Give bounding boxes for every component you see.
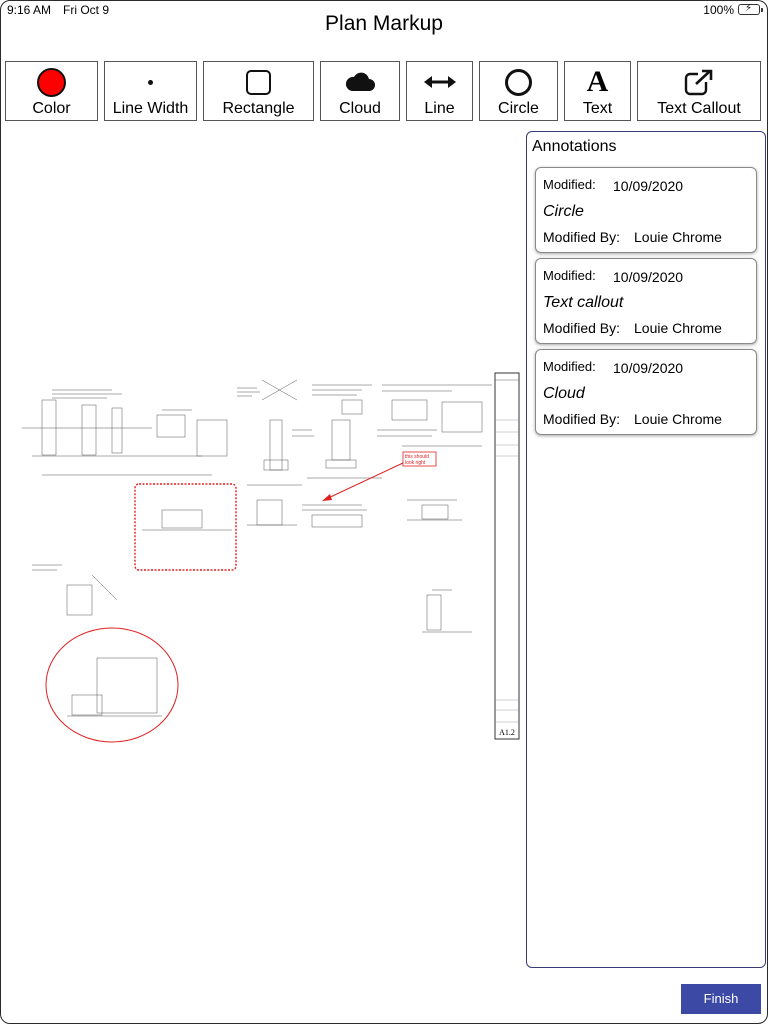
annotation-name: Circle — [543, 203, 584, 220]
annotation-card[interactable]: Modified: 10/09/2020 Cloud Modified By: … — [535, 349, 757, 435]
status-bar: 9:16 AM Fri Oct 9 100% ⚡ — [0, 0, 768, 20]
circle-button-label: Circle — [498, 100, 539, 117]
plan-details — [22, 379, 492, 717]
cloud-markup[interactable] — [134, 483, 237, 571]
annotation-card[interactable]: Modified: 10/09/2020 Text callout Modifi… — [535, 258, 757, 344]
status-time: 9:16 AM — [7, 3, 52, 17]
text-callout-markup[interactable]: this should look right — [322, 451, 437, 501]
rectangle-button-label: Rectangle — [222, 100, 295, 117]
title-block: A1.2 — [494, 372, 520, 740]
line-button-label: Line — [424, 100, 455, 117]
modified-date: 10/09/2020 — [613, 360, 684, 376]
circle-markup[interactable] — [45, 627, 179, 743]
modified-by-value: Louie Chrome — [634, 411, 722, 427]
callout-line-1: this should — [405, 454, 429, 460]
modified-label: Modified: — [543, 177, 596, 192]
circle-icon — [505, 68, 532, 96]
text-callout-button-label: Text Callout — [657, 100, 741, 117]
double-arrow-icon — [423, 76, 456, 88]
line-width-button[interactable]: Line Width — [104, 61, 197, 121]
rectangle-button[interactable]: Rectangle — [203, 61, 314, 121]
page-title: Plan Markup — [325, 12, 443, 35]
annotation-name: Text callout — [543, 294, 624, 311]
modified-by-value: Louie Chrome — [634, 229, 722, 245]
modified-by-label: Modified By: — [543, 320, 621, 336]
color-button-label: Color — [32, 100, 71, 117]
color-button[interactable]: Color — [5, 61, 98, 121]
annotations-panel: Annotations Modified: 10/09/2020 Circle … — [526, 131, 766, 968]
modified-date: 10/09/2020 — [613, 269, 684, 285]
text-callout-button[interactable]: Text Callout — [637, 61, 761, 121]
text-a-icon: A — [586, 65, 609, 98]
annotation-name: Cloud — [543, 385, 585, 402]
cloud-button[interactable]: Cloud — [320, 61, 400, 121]
markup-annotations[interactable]: this should look right — [45, 451, 437, 743]
text-button-label: Text — [582, 100, 613, 117]
annotations-title: Annotations — [532, 138, 617, 155]
modified-by-value: Louie Chrome — [634, 320, 722, 336]
modified-by-label: Modified By: — [543, 411, 621, 427]
status-date: Fri Oct 9 — [63, 3, 110, 17]
modified-label: Modified: — [543, 268, 596, 283]
dot-icon — [148, 79, 153, 85]
color-swatch-icon — [37, 67, 66, 97]
modified-date: 10/09/2020 — [613, 178, 684, 194]
annotation-card[interactable]: Modified: 10/09/2020 Circle Modified By:… — [535, 167, 757, 253]
modified-label: Modified: — [543, 359, 596, 374]
battery-icon: ⚡ — [738, 3, 763, 15]
rectangle-icon — [246, 69, 271, 95]
line-width-button-label: Line Width — [112, 100, 189, 117]
text-button[interactable]: A Text — [564, 61, 631, 121]
circle-button[interactable]: Circle — [479, 61, 558, 121]
callout-line-2: look right — [405, 460, 426, 466]
sheet-number: A1.2 — [499, 728, 515, 737]
external-link-icon — [684, 69, 713, 96]
line-button[interactable]: Line — [406, 61, 473, 121]
battery-percent: 100% — [703, 3, 734, 17]
modified-by-label: Modified By: — [543, 229, 621, 245]
cloud-icon — [345, 72, 375, 91]
cloud-button-label: Cloud — [339, 100, 381, 117]
plan-drawing[interactable]: A1.2 — [12, 360, 524, 760]
finish-button[interactable]: Finish — [681, 984, 761, 1014]
